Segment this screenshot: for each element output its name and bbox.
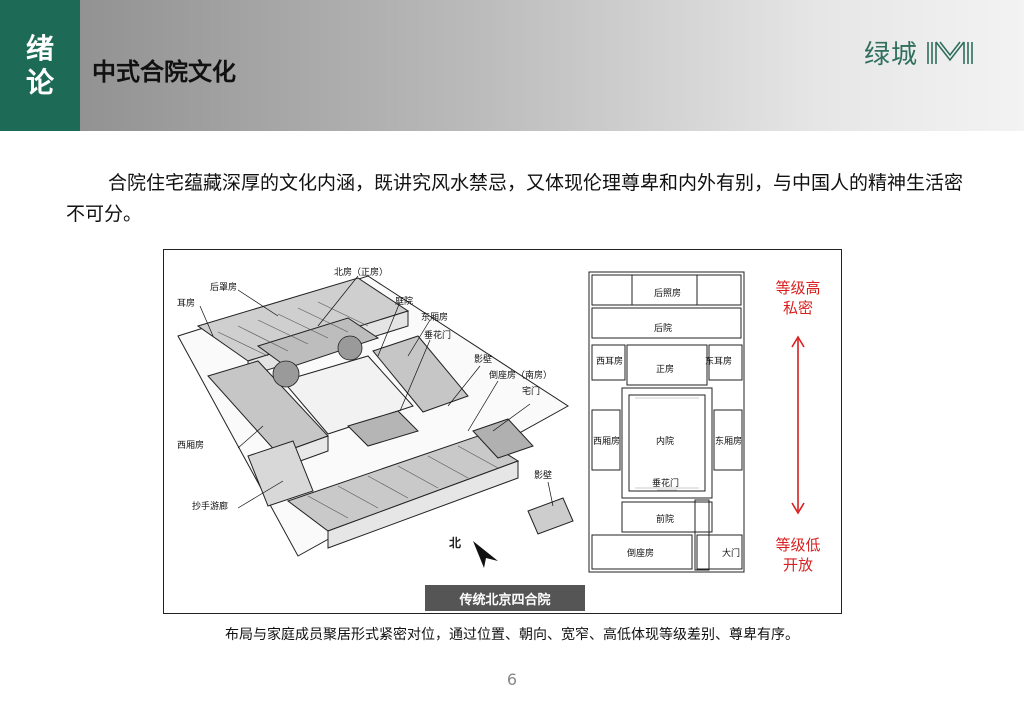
fp-label-damen: 大门 <box>722 549 741 559</box>
label-yingbi-2: 影壁 <box>534 471 553 481</box>
grade-low: 等级低 开放 <box>768 535 828 575</box>
label-erfang: 耳房 <box>177 299 196 309</box>
label-houzhaofang: 后罩房 <box>210 283 238 293</box>
label-xixiangfang: 西厢房 <box>177 441 205 451</box>
fp-label-xixiangfang: 西厢房 <box>593 437 621 447</box>
intro-paragraph: 合院住宅蕴藏深厚的文化内涵，既讲究风水禁忌，又体现伦理尊卑和内外有别，与中国人的… <box>66 172 964 225</box>
label-zhaimen: 宅门 <box>522 387 541 397</box>
label-yingbi: 影壁 <box>474 355 493 365</box>
fp-label-dongxiangfang: 东厢房 <box>715 437 743 447</box>
grade-high: 等级高 私密 <box>768 278 828 318</box>
siheyuan-floorplan <box>588 271 745 573</box>
label-daozuofang: 倒座房（南房） <box>489 371 553 381</box>
label-dongxiangfang: 东厢房 <box>421 313 449 323</box>
section-tab: 绪 论 <box>0 0 80 131</box>
fp-label-houzhaofang: 后照房 <box>654 289 682 299</box>
fp-label-xierfang: 西耳房 <box>596 357 624 367</box>
label-tingyuan: 庭院 <box>395 297 414 307</box>
intro-text: 合院住宅蕴藏深厚的文化内涵，既讲究风水禁忌，又体现伦理尊卑和内外有别，与中国人的… <box>66 168 966 230</box>
siheyuan-illustration <box>177 275 574 568</box>
label-beifang: 北房（正房） <box>334 268 389 278</box>
page-title: 中式合院文化 <box>92 58 236 86</box>
north-arrow-icon <box>473 541 498 568</box>
fp-label-zhengfang: 正房 <box>656 365 675 375</box>
fp-label-daozuofang: 倒座房 <box>627 549 655 559</box>
north-label: 北 <box>449 536 462 550</box>
header-banner <box>0 0 1024 131</box>
figure-caption: 传统北京四合院 <box>425 585 585 611</box>
grade-high-line-2: 私密 <box>782 299 813 317</box>
grade-low-line-2: 开放 <box>782 556 813 574</box>
fp-label-neiyuan: 内院 <box>656 437 675 447</box>
brand-logo: 绿城 <box>864 34 974 70</box>
grade-low-line-1: 等级低 <box>775 536 821 554</box>
fp-label-qianyuan: 前院 <box>656 515 675 525</box>
greentown-logo-icon <box>927 41 973 64</box>
section-char-2: 论 <box>25 65 54 99</box>
page-number: 6 <box>506 670 518 689</box>
brand-name: 绿城 <box>864 39 919 70</box>
double-arrow-icon <box>791 335 805 515</box>
label-chuihuamen: 垂花门 <box>424 331 452 341</box>
label-chaoshouyoulang: 抄手游廊 <box>192 502 229 512</box>
grade-high-line-1: 等级高 <box>775 279 821 297</box>
fp-label-chuihuamen: 垂花门 <box>652 479 680 489</box>
figure-note: 布局与家庭成员聚居形式紧密对位，通过位置、朝向、宽窄、高低体现等级差别、尊卑有序… <box>225 627 799 643</box>
fp-label-dongerfang: 东耳房 <box>705 357 733 367</box>
fp-label-houyuan: 后院 <box>654 324 673 334</box>
siheyuan-figure: 北房（正房） 后罩房 耳房 庭院 东厢房 垂花门 影壁 倒座房（南房） 宅门 西… <box>163 249 842 614</box>
section-char-1: 绪 <box>25 31 54 65</box>
